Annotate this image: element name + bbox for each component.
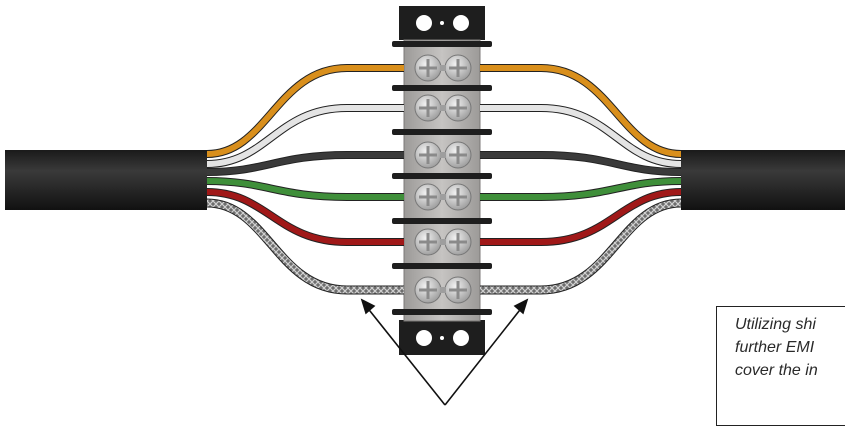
wire-shield-drain bbox=[206, 199, 682, 294]
screw-link bbox=[440, 152, 446, 158]
wire-orange bbox=[206, 65, 682, 157]
terminal-screws bbox=[414, 54, 472, 304]
separator-barrier bbox=[392, 263, 492, 269]
screw-icon bbox=[414, 54, 442, 82]
screw-icon bbox=[414, 276, 442, 304]
callout-line-1: Utilizing shi bbox=[735, 316, 816, 333]
terminal-separators bbox=[392, 41, 492, 315]
screw-icon bbox=[414, 94, 442, 122]
screw-icon bbox=[414, 183, 442, 211]
screw-link bbox=[440, 287, 446, 293]
wire-green bbox=[206, 178, 682, 200]
screw-icon bbox=[414, 141, 442, 169]
mounting-bracket bbox=[399, 6, 485, 355]
separator-barrier bbox=[392, 129, 492, 135]
separator-barrier bbox=[392, 41, 492, 47]
pointer-arrows bbox=[360, 298, 529, 406]
separator-barrier bbox=[392, 173, 492, 179]
right-cable-jacket bbox=[681, 150, 845, 210]
screw-link bbox=[440, 65, 446, 71]
screw-icon bbox=[444, 141, 472, 169]
screw-link bbox=[440, 105, 446, 111]
wire-black bbox=[206, 152, 682, 175]
screw-link bbox=[440, 194, 446, 200]
cable-splice-diagram bbox=[5, 6, 845, 406]
screw-icon bbox=[444, 54, 472, 82]
separator-barrier bbox=[392, 309, 492, 315]
screw-icon bbox=[414, 228, 442, 256]
shield-callout-box: Utilizing shi further EMI cover the in bbox=[716, 306, 845, 426]
screw-link bbox=[440, 239, 446, 245]
separator-barrier bbox=[392, 85, 492, 91]
callout-line-3: cover the in bbox=[735, 362, 818, 379]
screw-icon bbox=[444, 94, 472, 122]
separator-barrier bbox=[392, 218, 492, 224]
callout-line-2: further EMI bbox=[735, 339, 815, 356]
screw-icon bbox=[444, 228, 472, 256]
wire-white bbox=[206, 105, 682, 167]
screw-icon bbox=[444, 183, 472, 211]
terminal-block bbox=[403, 39, 481, 322]
left-cable-jacket bbox=[5, 150, 207, 210]
wire-red bbox=[206, 189, 682, 245]
screw-icon bbox=[444, 276, 472, 304]
wire-bundle bbox=[206, 64, 682, 295]
